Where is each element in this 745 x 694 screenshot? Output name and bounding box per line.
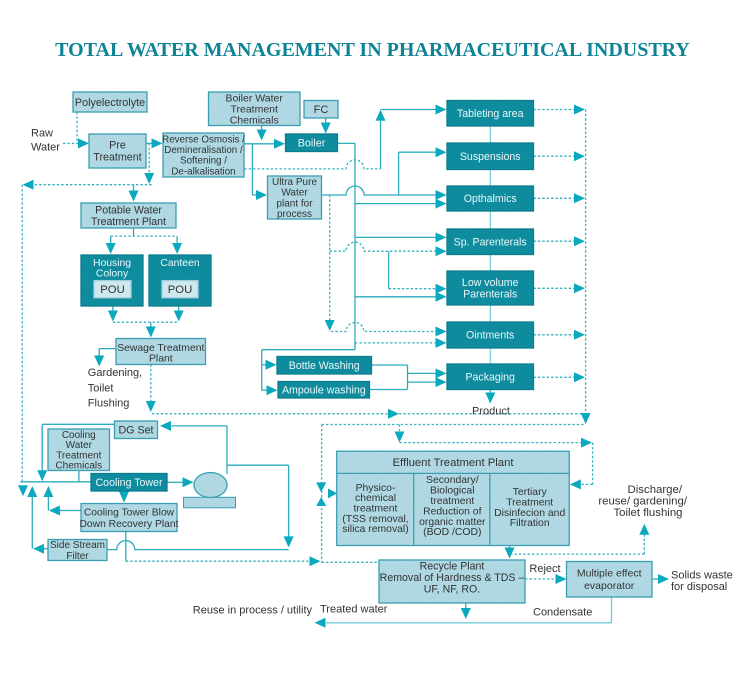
svg-text:Cooling Tower Blow: Cooling Tower Blow [84, 507, 175, 518]
svg-text:Down Recovery Plant: Down Recovery Plant [79, 519, 178, 530]
svg-text:Suspensions: Suspensions [460, 151, 521, 163]
svg-text:Treatment Plant: Treatment Plant [91, 216, 166, 228]
svg-text:Chemicals: Chemicals [230, 114, 279, 126]
svg-text:Plant: Plant [149, 353, 173, 364]
svg-text:Side Stream: Side Stream [50, 540, 105, 551]
svg-text:Filter: Filter [66, 551, 89, 562]
svg-text:Recycle Plant: Recycle Plant [420, 560, 485, 572]
svg-text:Softening /: Softening / [180, 156, 227, 167]
svg-text:chemical: chemical [355, 493, 396, 504]
svg-text:(BOD /COD): (BOD /COD) [423, 527, 481, 538]
svg-text:Ultra Pure: Ultra Pure [272, 177, 317, 188]
svg-text:TOTAL WATER MANAGEMENT IN PHAR: TOTAL WATER MANAGEMENT IN PHARMACEUTICAL… [55, 39, 690, 61]
svg-text:Secondary/: Secondary/ [426, 475, 479, 486]
svg-text:Parenterals: Parenterals [463, 289, 517, 301]
svg-text:Colony: Colony [96, 269, 129, 280]
svg-text:Packaging: Packaging [465, 372, 515, 384]
svg-text:Condensate: Condensate [533, 607, 592, 619]
svg-text:Cooling Tower: Cooling Tower [96, 477, 163, 489]
svg-text:Bottle Washing: Bottle Washing [289, 360, 360, 372]
svg-text:Water: Water [281, 188, 308, 199]
svg-text:treatment: treatment [430, 496, 474, 507]
svg-text:silica removal): silica removal) [342, 524, 408, 535]
svg-text:Tertiary: Tertiary [513, 487, 548, 498]
svg-text:Filtration: Filtration [510, 518, 550, 529]
svg-text:Discharge/: Discharge/ [628, 484, 683, 496]
svg-text:Treatment: Treatment [93, 152, 141, 164]
svg-text:Reuse in process / utility: Reuse in process / utility [193, 605, 313, 617]
svg-text:Boiler Water: Boiler Water [226, 92, 284, 104]
svg-text:Solids waste: Solids waste [671, 570, 733, 582]
svg-text:POU: POU [100, 284, 124, 296]
svg-text:Ampoule washing: Ampoule washing [282, 385, 366, 397]
svg-text:Multiple effect: Multiple effect [577, 568, 642, 580]
svg-text:Treatment: Treatment [506, 498, 553, 509]
svg-text:Pre: Pre [109, 140, 126, 152]
svg-text:Treated water: Treated water [320, 604, 388, 616]
svg-text:Demineralisation /: Demineralisation / [164, 145, 243, 156]
svg-text:Housing: Housing [93, 258, 131, 269]
svg-text:Reject: Reject [529, 563, 560, 575]
svg-text:Ointments: Ointments [466, 330, 514, 342]
svg-text:Physico-: Physico- [356, 483, 396, 494]
svg-text:Sewage Treatment: Sewage Treatment [117, 343, 204, 354]
svg-text:Removal of Hardness & TDS –: Removal of Hardness & TDS – [380, 572, 525, 584]
svg-text:Low volume: Low volume [462, 277, 519, 289]
svg-text:Toilet flushing: Toilet flushing [613, 507, 682, 519]
svg-text:plant for: plant for [276, 198, 313, 209]
svg-text:Effluent Treatment Plant: Effluent Treatment Plant [393, 457, 515, 469]
svg-text:Polyelectrolyte: Polyelectrolyte [75, 97, 145, 109]
svg-text:organic matter: organic matter [419, 517, 486, 528]
svg-text:Treatment: Treatment [230, 103, 278, 115]
svg-text:Water: Water [31, 142, 60, 154]
svg-text:Raw: Raw [31, 128, 53, 140]
svg-text:Sp. Parenterals: Sp. Parenterals [454, 237, 527, 249]
svg-text:Potable Water: Potable Water [95, 205, 162, 217]
svg-text:Treatment: Treatment [56, 450, 101, 461]
svg-text:Product: Product [472, 406, 510, 418]
svg-text:FC: FC [314, 104, 329, 116]
svg-text:Toilet: Toilet [88, 382, 114, 394]
svg-text:reuse/ gardening/: reuse/ gardening/ [598, 496, 687, 508]
svg-text:UF, NF, RO.: UF, NF, RO. [424, 584, 481, 596]
svg-text:Reduction of: Reduction of [423, 506, 481, 517]
svg-text:process: process [277, 209, 312, 220]
svg-text:Water: Water [66, 440, 93, 451]
svg-text:(TSS removal,: (TSS removal, [342, 514, 408, 525]
svg-text:Tableting area: Tableting area [457, 108, 524, 120]
svg-text:Chemicals: Chemicals [55, 461, 102, 472]
svg-text:Boiler: Boiler [298, 138, 326, 150]
svg-text:Disinfecion and: Disinfecion and [494, 508, 565, 519]
svg-text:for disposal: for disposal [671, 581, 727, 593]
svg-text:POU: POU [168, 284, 192, 296]
svg-text:De-alkalisation: De-alkalisation [171, 166, 235, 177]
svg-text:Canteen: Canteen [160, 258, 200, 269]
svg-text:evaporator: evaporator [584, 580, 635, 592]
svg-text:Opthalmics: Opthalmics [464, 193, 517, 205]
svg-text:treatment: treatment [354, 504, 398, 515]
svg-text:DG Set: DG Set [118, 425, 153, 437]
svg-text:Cooling: Cooling [62, 430, 96, 441]
svg-text:Gardening,: Gardening, [88, 367, 142, 379]
svg-text:Reverse Osmosis /: Reverse Osmosis / [162, 135, 245, 146]
svg-text:Biological: Biological [430, 486, 474, 497]
svg-text:Flushing: Flushing [88, 398, 130, 410]
